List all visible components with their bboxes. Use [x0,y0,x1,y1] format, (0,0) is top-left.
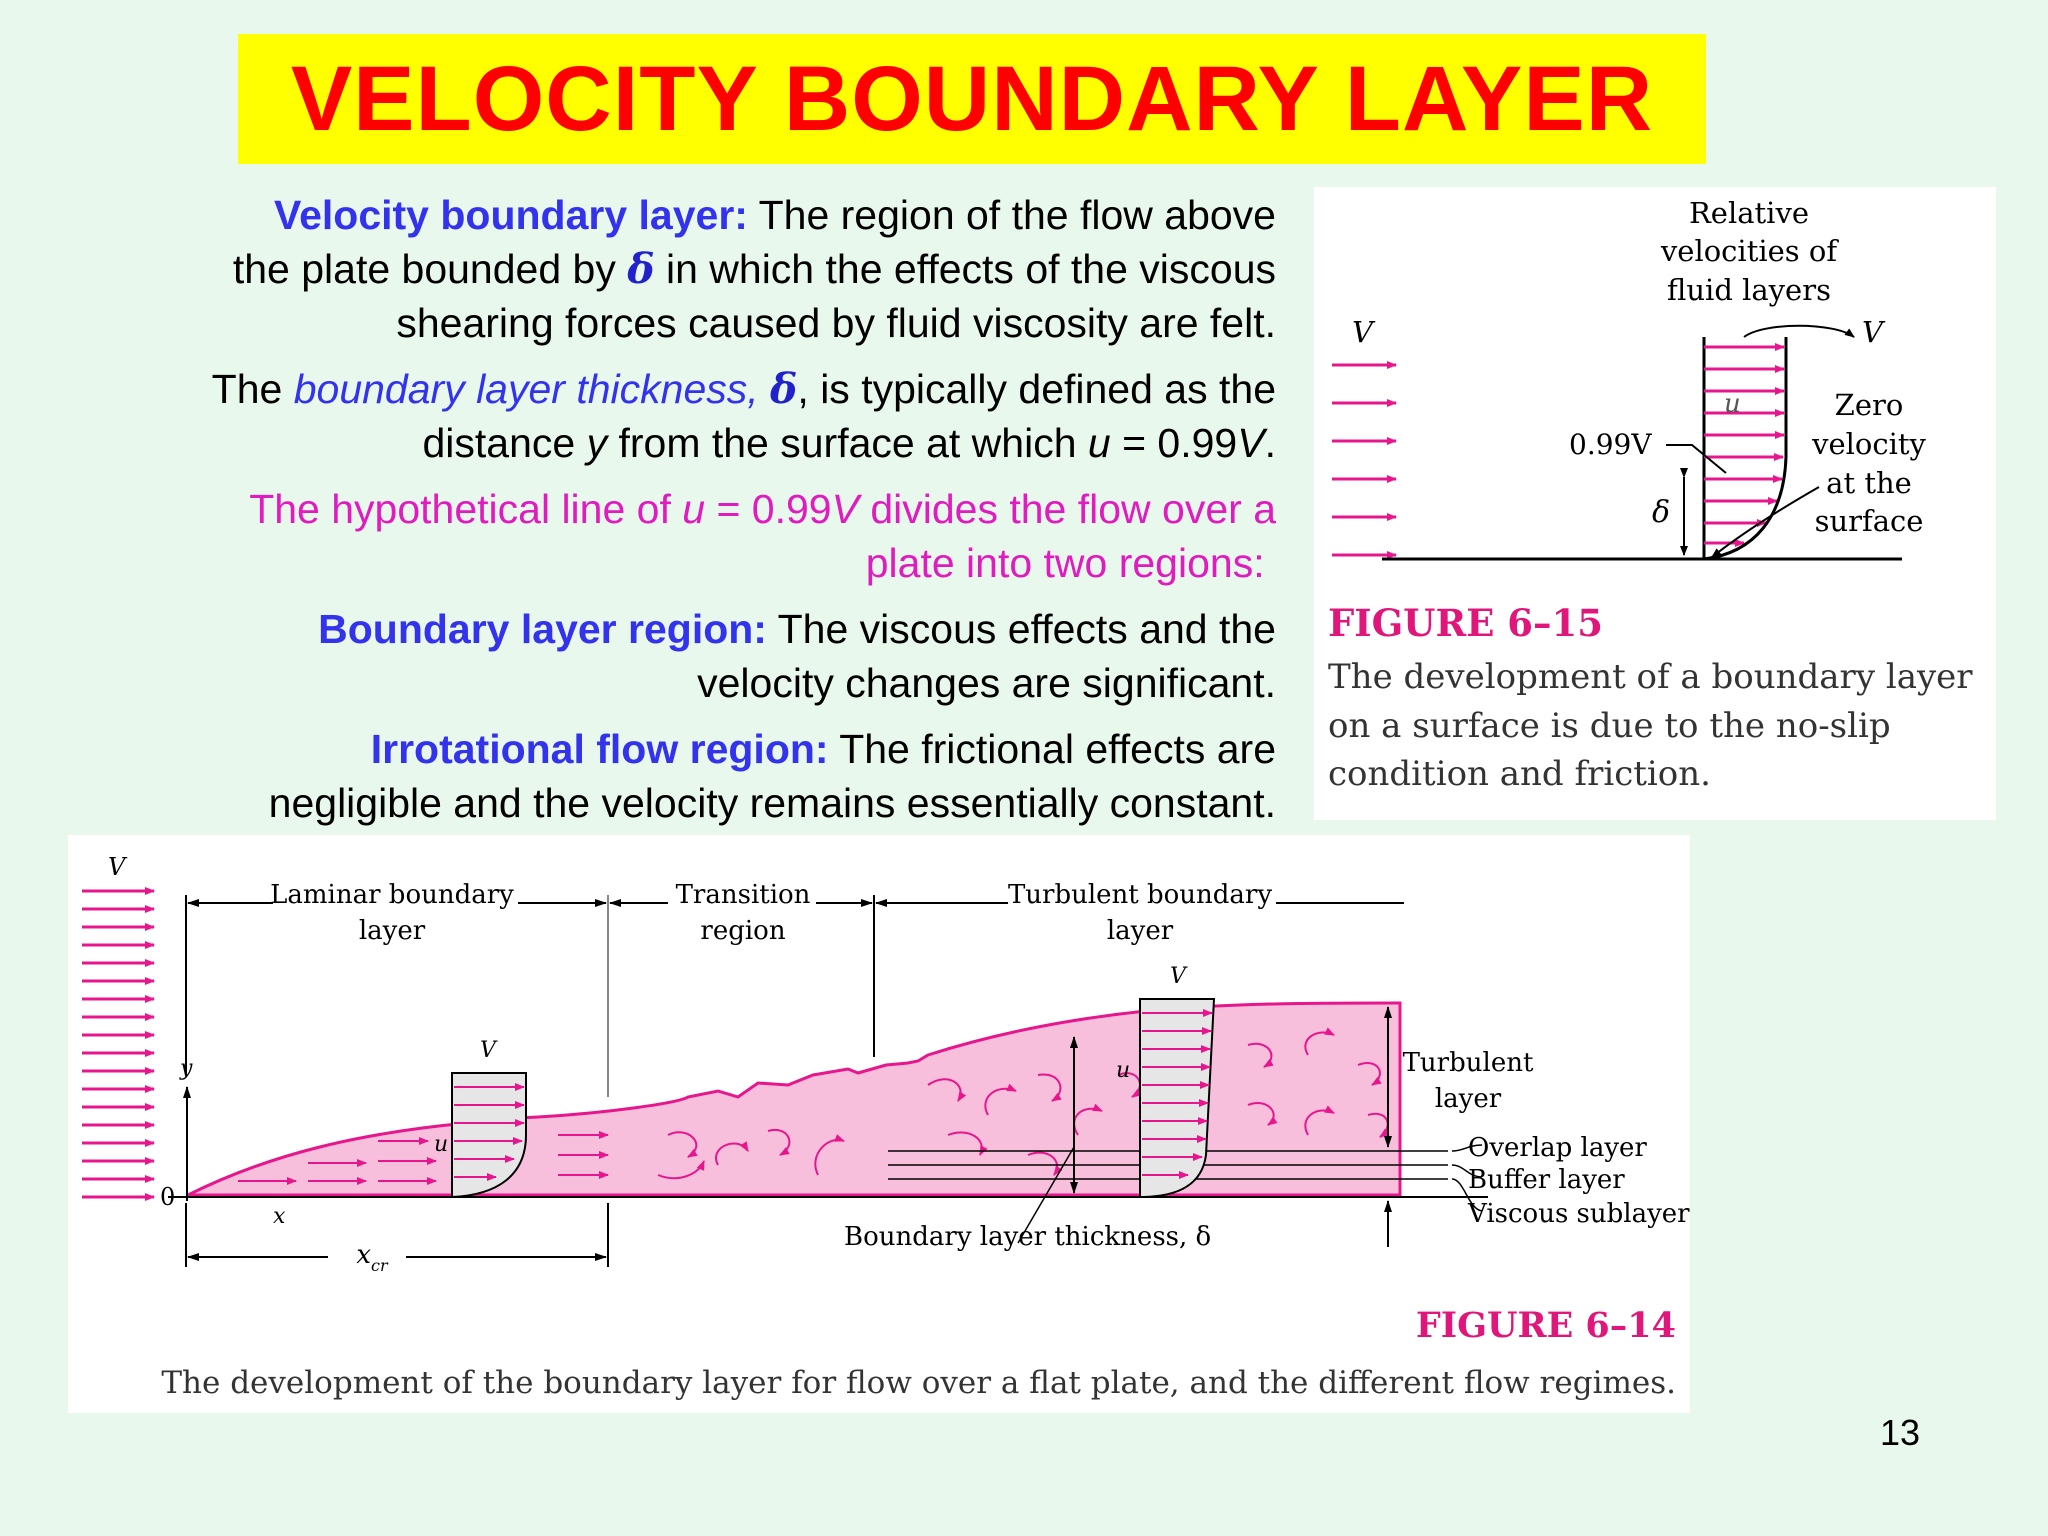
figure-6-14-label: FIGURE 6–14 [1416,1305,1676,1346]
text-span: The viscous effects and the [766,606,1276,652]
label-turbulent-layer-1: Turbulent [1403,1048,1534,1078]
thickness-pointer [1017,1146,1075,1244]
profile-curve [1703,337,1788,561]
figure-6-15: Relative velocities of fluid layers V V [1314,187,1996,820]
text-span: The [211,366,294,412]
text-span: divides the flow over a [858,486,1276,532]
figure-6-15-drawing: Relative velocities of fluid layers V V [1328,196,1973,794]
text-span: from the surface at which [607,420,1088,466]
text-span: y [586,420,608,466]
label-relative-1: Relative [1689,196,1809,230]
term-thickness: boundary layer thickness, [293,366,759,412]
laminar-velocity-profile [451,1072,527,1199]
label-v-right: V [1862,315,1886,349]
label-delta: δ [1652,495,1670,530]
label-v-laminar: V [480,1038,498,1063]
turbulent-swirls [927,1027,1390,1176]
label-relative-3: fluid layers [1667,273,1831,307]
text-span: the plate bounded by [232,246,628,292]
label-099v: 0.99V [1569,428,1652,461]
label-turbulent-2: layer [1107,916,1174,946]
label-v-turbulent: V [1170,964,1188,989]
term-irrotational: Irrotational flow region: [370,726,829,772]
text-span: velocity changes are significant. [697,660,1276,706]
turbulent-velocity-profile [1139,998,1216,1199]
label-xcr: xcr [356,1240,389,1275]
text-span: u [1087,420,1111,466]
text-span: The frictional effects are [828,726,1276,772]
pointer-099v [1666,444,1727,474]
text-span: V [1237,420,1265,466]
delta-symbol: δ [627,245,655,293]
buffer-pointer [1451,1164,1483,1178]
label-thickness: Boundary layer thickness, δ [844,1222,1211,1252]
text-span: u [682,486,706,532]
text-span: = 0.99 [1110,420,1238,466]
label-zero-3: at the [1826,466,1912,500]
page-title: VELOCITY BOUNDARY LAYER [290,47,1654,150]
text-span: plate into two regions: [865,540,1265,586]
figure-6-15-label: FIGURE 6–15 [1328,601,1603,645]
text-span: = 0.99 [705,486,832,532]
figure-6-15-caption-2: on a surface is due to the no-slip [1328,706,1891,746]
label-u-laminar: u [434,1132,448,1157]
label-turbulent-1: Turbulent boundary [1008,880,1272,910]
label-laminar-2: layer [359,916,426,946]
pointer-relative [1743,324,1855,338]
label-zero-4: surface [1815,504,1924,538]
text-span: The hypothetical line of [249,486,683,532]
label-zero-1: Zero [1835,388,1904,422]
free-stream-arrows [82,887,155,1201]
pointer-zero [1711,486,1820,558]
paragraph-irrotational: Irrotational flow region: The frictional… [80,722,1276,830]
paragraph-thickness: The boundary layer thickness, δ, is typi… [80,362,1276,470]
term-bl-region: Boundary layer region: [318,606,767,652]
figure-6-14-caption: The development of the boundary layer fo… [161,1365,1676,1401]
text-span: shearing forces caused by fluid viscosit… [396,300,1276,346]
overlap-pointer [1451,1144,1483,1152]
label-x: x [273,1204,286,1229]
figure-6-15-caption-1: The development of a boundary layer [1328,657,1973,697]
label-transition-1: Transition [676,880,811,910]
label-u-turbulent: u [1116,1058,1130,1083]
figure-6-14: V y 0 x xcr Laminar boundary layer Trans… [68,835,1690,1413]
label-transition-2: region [700,916,785,946]
label-buffer: Buffer layer [1468,1165,1625,1195]
label-v: V [108,853,128,881]
delta-symbol: δ [770,365,798,413]
text-span: distance [422,420,587,466]
label-relative-2: velocities of [1660,234,1839,268]
text-span: . [1264,420,1276,466]
figure-6-15-caption-3: condition and friction. [1328,754,1711,794]
velocity-profile-arrows [1704,343,1785,547]
label-v-left: V [1352,315,1376,349]
page-number: 13 [1880,1412,1921,1453]
xcr-main: x [356,1240,371,1270]
paragraph-hypothetical: The hypothetical line of u = 0.99V divid… [80,482,1276,590]
paragraph-definition: Velocity boundary layer: The region of t… [80,188,1276,350]
term-velocity-bl: Velocity boundary layer: [274,192,748,238]
viscous-pointer [1451,1178,1483,1212]
title-banner: VELOCITY BOUNDARY LAYER [238,34,1706,164]
label-u: u [1724,389,1741,419]
label-overlap: Overlap layer [1468,1133,1647,1163]
label-turbulent-layer-2: layer [1435,1084,1502,1114]
xcr-sub: cr [371,1256,389,1275]
paragraph-bl-region: Boundary layer region: The viscous effec… [80,602,1276,710]
label-origin: 0 [160,1183,175,1211]
text-block: Velocity boundary layer: The region of t… [80,188,1276,842]
text-span: in which the effects of the viscous [654,246,1276,292]
boundary-layer-region [187,1001,1402,1197]
text-span: , is typically defined as the [797,366,1276,412]
label-laminar-1: Laminar boundary [270,880,514,910]
laminar-flow-arrows [238,1131,609,1185]
free-stream-arrows [1332,361,1397,559]
text-span: negligible and the velocity remains esse… [268,780,1276,826]
figure-6-14-drawing: V y 0 x xcr Laminar boundary layer Trans… [82,853,1690,1401]
text-span: V [831,486,859,532]
text-span: The region of the flow above [747,192,1276,238]
label-viscous: Viscous sublayer [1467,1199,1690,1229]
transition-swirls [657,1128,845,1180]
label-zero-2: velocity [1811,427,1926,461]
